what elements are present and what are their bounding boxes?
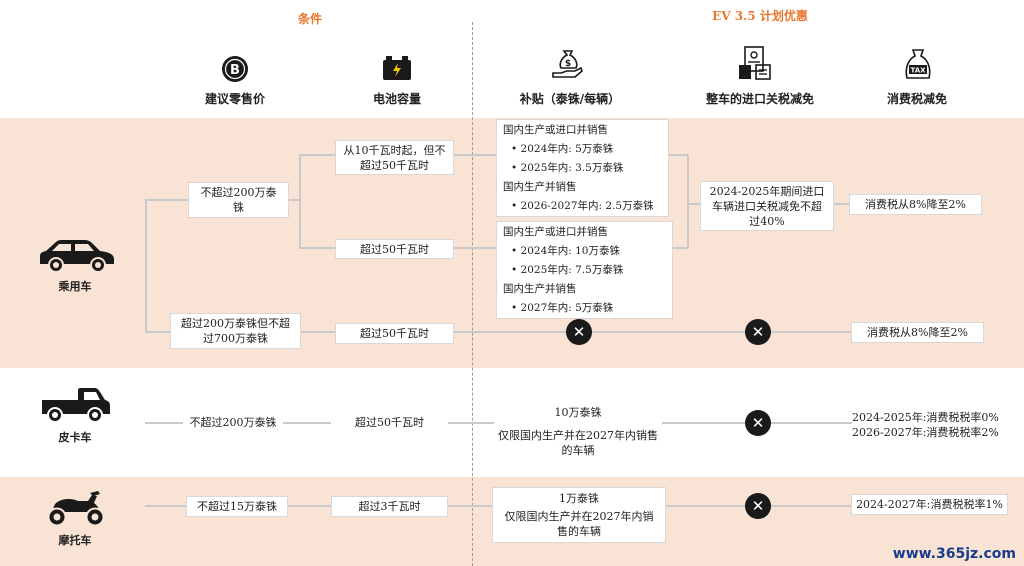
subsidy-a-bullet2: • 2025年内: 3.5万泰铢 xyxy=(511,162,624,174)
pickup-excise-line2: 2026-2027年:消费税税率2% xyxy=(852,426,999,439)
column-import-duty: 整车的进口关税减免 xyxy=(705,92,814,106)
connector xyxy=(287,505,331,507)
column-subsidy: 补贴（泰铢/每辆） xyxy=(519,92,621,106)
subsidy-b-line2: 国内生产并销售 xyxy=(503,283,577,295)
section-divider xyxy=(472,22,473,566)
connector xyxy=(668,154,688,156)
passenger-import-duty-box: 2024-2025年期间进口车辆进口关税减免不超过40% xyxy=(700,181,834,231)
passenger-excise-low-box: 消费税从8%降至2% xyxy=(849,194,982,215)
document-calculator-icon xyxy=(739,46,771,80)
connector xyxy=(687,203,701,205)
connector xyxy=(453,247,497,249)
conditions-header: 条件 xyxy=(297,12,322,26)
money-bag-hand-icon: $ xyxy=(552,50,583,78)
svg-text:TAX: TAX xyxy=(910,67,926,75)
motorcycle-battery-box: 超过3千瓦时 xyxy=(331,496,448,517)
pickup-subsidy-amount: 10万泰铢 xyxy=(554,406,602,419)
passenger-price-low-box: 不超过200万泰铢 xyxy=(188,182,289,218)
motorcycle-subsidy-condition: 仅限国内生产并在2027年内销售的车辆 xyxy=(504,510,654,538)
watermark: www.365jz.com xyxy=(892,546,1016,562)
column-price: 建议零售价 xyxy=(204,92,265,106)
connector xyxy=(672,247,688,249)
motorcycle-label: 摩托车 xyxy=(58,534,92,547)
not-applicable-import-duty-icon: ✕ xyxy=(745,319,771,345)
pickup-battery: 超过50千瓦时 xyxy=(355,416,424,429)
subsidy-a-bullet3: • 2026-2027年内: 2.5万泰铢 xyxy=(511,200,654,212)
connector xyxy=(453,331,851,333)
passenger-subsidy-b-box: 国内生产或进口并销售 • 2024年内: 10万泰铢 • 2025年内: 7.5… xyxy=(496,221,673,319)
motorcycle-icon xyxy=(47,491,105,527)
motorcycle-subsidy-box: 1万泰铢 仅限国内生产并在2027年内销售的车辆 xyxy=(492,487,666,543)
subsidy-b-bullet2: • 2025年内: 7.5万泰铢 xyxy=(511,264,624,276)
pickup-label: 皮卡车 xyxy=(58,431,92,444)
subsidy-b-line1: 国内生产或进口并销售 xyxy=(503,226,608,238)
passenger-subsidy-a-box: 国内生产或进口并销售 • 2024年内: 5万泰铢 • 2025年内: 3.5万… xyxy=(496,119,669,217)
passenger-label: 乘用车 xyxy=(58,280,92,293)
connector xyxy=(299,154,335,156)
motorcycle-price-box: 不超过15万泰铢 xyxy=(186,496,288,517)
connector xyxy=(299,155,301,248)
connector xyxy=(288,199,300,201)
subsidy-a-line2: 国内生产并销售 xyxy=(503,181,577,193)
connector xyxy=(833,203,849,205)
connector xyxy=(283,422,331,424)
connector xyxy=(145,331,171,333)
subsidy-b-bullet1: • 2024年内: 10万泰铢 xyxy=(511,245,620,257)
svg-text:B: B xyxy=(230,63,240,78)
car-icon xyxy=(40,240,114,273)
connector xyxy=(145,199,189,201)
connector xyxy=(145,422,183,424)
passenger-battery-high2-box: 超过50千瓦时 xyxy=(335,323,454,344)
not-applicable-import-duty-icon: ✕ xyxy=(745,493,771,519)
connector xyxy=(145,200,147,332)
column-excise: 消费税减免 xyxy=(886,92,947,106)
subsidy-a-line1: 国内生产或进口并销售 xyxy=(503,124,608,136)
subsidy-b-bullet3: • 2027年内: 5万泰铢 xyxy=(511,302,614,314)
bitcoin-coin-icon: B xyxy=(222,56,248,82)
connector xyxy=(448,505,494,507)
pickup-excise-line1: 2024-2025年:消费税税率0% xyxy=(852,411,999,424)
passenger-price-high-box: 超过200万泰铢但不超过700万泰铢 xyxy=(170,313,301,349)
battery-icon xyxy=(383,56,411,80)
subsidy-a-bullet1: • 2024年内: 5万泰铢 xyxy=(511,143,614,155)
connector xyxy=(300,331,336,333)
passenger-excise-high-box: 消费税从8%降至2% xyxy=(851,322,984,343)
connector xyxy=(145,505,187,507)
not-applicable-import-duty-icon: ✕ xyxy=(745,410,771,436)
pickup-truck-icon xyxy=(42,388,110,423)
passenger-battery-high-box: 超过50千瓦时 xyxy=(335,239,454,259)
svg-text:$: $ xyxy=(565,59,571,69)
connector xyxy=(299,247,335,249)
connector xyxy=(448,422,494,424)
benefits-header: EV 3.5 计划优惠 xyxy=(712,9,808,23)
pickup-subsidy-condition: 仅限国内生产并在2027年内销售的车辆 xyxy=(498,429,658,457)
motorcycle-excise-box: 2024-2027年:消费税税率1% xyxy=(851,494,1008,515)
passenger-battery-mid-box: 从10千瓦时起，但不超过50千瓦时 xyxy=(335,140,454,175)
connector xyxy=(687,155,689,248)
pickup-price: 不超过200万泰铢 xyxy=(189,416,277,429)
connector xyxy=(453,154,497,156)
motorcycle-subsidy-amount: 1万泰铢 xyxy=(559,492,599,505)
column-battery: 电池容量 xyxy=(372,92,421,106)
tax-bag-icon: TAX xyxy=(905,49,931,79)
not-applicable-subsidy-icon: ✕ xyxy=(566,319,592,345)
